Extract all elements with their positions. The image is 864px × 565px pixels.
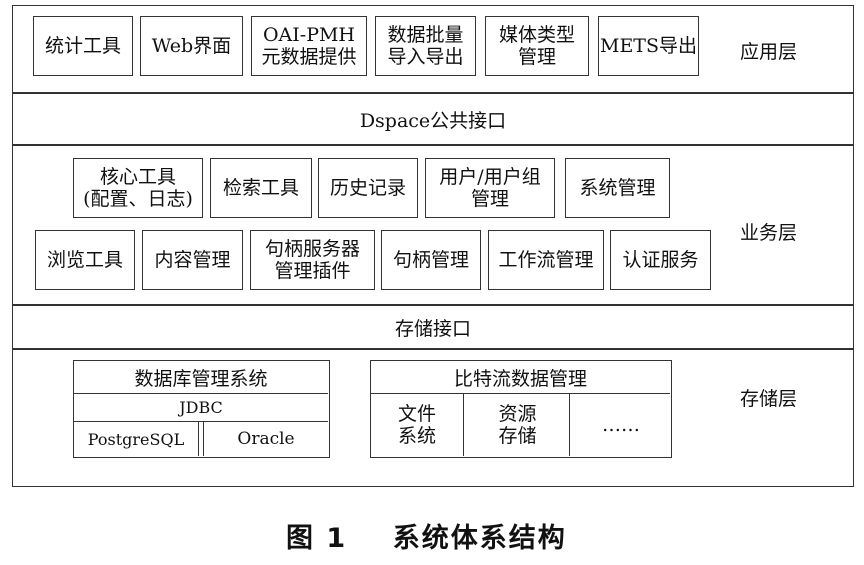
- app-module-media-type-management: 媒体类型 管理: [485, 16, 589, 76]
- application-layer-band: [12, 5, 854, 93]
- biz-module-system-management: 系统管理: [565, 158, 670, 218]
- figure-caption: 图 1 系统体系结构: [286, 523, 567, 554]
- dbms-divider-left: [198, 422, 199, 456]
- app-module-batch-import-export: 数据批量 导入导出: [375, 16, 476, 76]
- business-layer-label: 业务层: [740, 222, 798, 244]
- app-module-oai-pmh: OAI-PMH 元数据提供: [251, 16, 367, 76]
- oracle-label: Oracle: [237, 429, 295, 449]
- app-module-web-ui: Web界面: [140, 16, 243, 76]
- dbms-divider-right: [203, 422, 204, 456]
- biz-module-authentication-service: 认证服务: [610, 230, 711, 290]
- app-module-statistics-tool: 统计工具: [33, 16, 133, 76]
- business-layer-band: [12, 145, 854, 305]
- biz-module-search-tool: 检索工具: [210, 158, 312, 218]
- file-system-label: 文件 系统: [371, 394, 464, 456]
- dbms-block: 数据库管理系统 JDBC PostgreSQL Oracle: [73, 360, 330, 458]
- storage-interface-band: 存储接口: [12, 305, 854, 349]
- storage-interface-label: 存储接口: [394, 317, 471, 340]
- biz-module-content-management: 内容管理: [142, 230, 243, 290]
- storage-layer-label: 存储层: [740, 388, 798, 410]
- biz-module-core-tools: 核心工具 (配置、日志): [73, 158, 203, 218]
- ellipsis-label: ……: [602, 414, 640, 436]
- app-module-mets-export: METS导出: [598, 16, 699, 76]
- postgresql-label: PostgreSQL: [87, 429, 185, 449]
- biz-module-handle-server-plugin: 句柄服务器 管理插件: [250, 230, 375, 290]
- resource-storage-label: 资源 存储: [466, 394, 570, 456]
- public-interface-band: Dspace公共接口: [12, 93, 854, 145]
- biz-module-handle-management: 句柄管理: [381, 230, 481, 290]
- bitstream-title: 比特流数据管理: [371, 361, 670, 394]
- bitstream-block: 比特流数据管理 文件 系统 资源 存储 ……: [370, 360, 672, 458]
- biz-module-user-group-management: 用户/用户组 管理: [425, 158, 555, 218]
- dbms-title: 数据库管理系统: [74, 361, 328, 394]
- biz-module-history: 历史记录: [318, 158, 418, 218]
- public-interface-label: Dspace公共接口: [359, 109, 507, 132]
- storage-layer-band: [12, 349, 854, 487]
- jdbc-label: JDBC: [74, 394, 328, 422]
- biz-module-workflow-management: 工作流管理: [488, 230, 604, 290]
- biz-module-browse-tool: 浏览工具: [35, 230, 135, 290]
- application-layer-label: 应用层: [740, 41, 798, 63]
